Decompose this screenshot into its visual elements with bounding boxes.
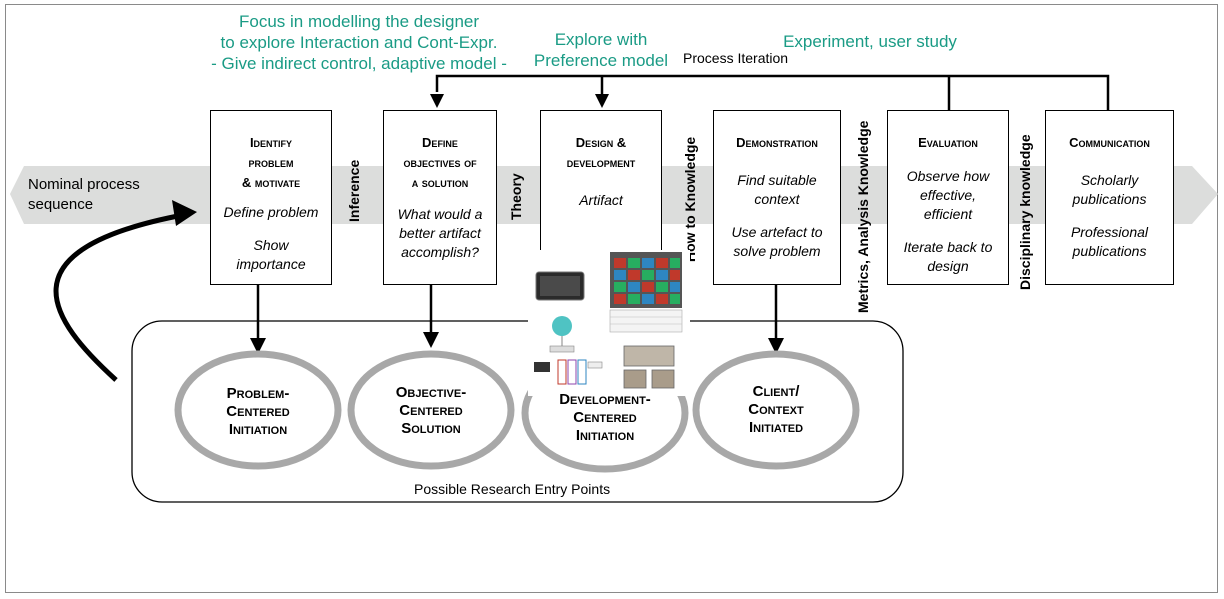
artifact-photo-thumbnails [623,345,675,389]
entry-circle-objective [347,350,515,470]
connector-disciplinary: Disciplinary knowledge [1017,134,1033,290]
box-identify-body: Define problem Show importance [211,203,331,274]
box-identify-body1: Define problem [223,204,319,220]
artifact-figure-collage [528,250,690,396]
entry-problem-line1: Problem- [226,385,290,402]
box-define-body: What would a better artifact accomplish? [384,205,496,262]
connector-inference: Inference [346,159,362,222]
process-iteration-label: Process Iteration [683,50,789,66]
box-define-title1: Define [422,135,458,150]
diagram-frame [5,4,1218,593]
box-design-body: Artifact [541,191,661,210]
box-define-body1: What would a better artifact accomplish? [397,206,483,260]
box-define-title: Define objectives of a solution [384,133,496,193]
arrow-to-problem-centered [250,338,266,354]
box-evaluation: Evaluation Observe how effective, effici… [887,110,1009,285]
iteration-line [435,74,1110,110]
return-arrowhead [172,200,197,226]
box-evaluation-body1: Observe how effective, efficient [906,168,990,222]
box-demonstration-title: Demonstration [714,133,840,153]
box-design-title2: development [566,155,636,170]
return-curve-arrow [53,212,184,382]
entry-points-caption: Possible Research Entry Points [414,481,611,497]
annotation-focus: Focus in modelling the designer to explo… [196,11,522,74]
entry-development-line1: Development- [559,391,651,408]
box-identify-problem: Identify problem & motivate Define probl… [210,110,332,285]
box-communication-body1: Scholarly publications [1072,172,1147,207]
box-identify-title2: problem [248,155,294,170]
nominal-sequence-label: Nominal process sequence [28,175,140,215]
annotation-focus-line2: to explore Interaction and Cont-Expr. [220,33,498,52]
box-evaluation-body2: Iterate back to design [903,239,993,274]
entry-client-line3: Initiated [748,419,804,436]
box-define-title3: a solution [411,175,469,190]
annotation-focus-line1: Focus in modelling the designer [238,12,480,31]
box-communication-body2: Professional publications [1070,224,1149,259]
box-identify-title1: Identify [249,135,293,150]
entry-client-line2: Context [748,401,804,418]
entry-problem-line2: Centered [226,403,290,420]
box-communication-title1: Communication [1069,135,1150,150]
box-define-title2: objectives of [403,155,477,170]
box-identify-body2: Show importance [236,237,306,272]
box-demonstration-title1: Demonstration [736,135,818,150]
entry-objective-centered: Objective- Centered Solution [361,384,501,438]
arrow-to-client-context [768,338,784,354]
annotation-explore: Explore with Preference model [524,29,678,71]
box-demonstration-body1: Find suitable context [737,172,817,207]
box-communication-title: Communication [1046,133,1173,153]
box-communication-body: Scholarly publications Professional publ… [1046,171,1173,261]
artifact-grid-thumbnail [609,252,683,333]
entry-problem-centered: Problem- Centered Initiation [188,385,328,439]
entry-objective-line2: Centered [399,402,463,419]
entry-development-line3: Initiation [575,427,635,444]
box-demonstration-body2: Use artefact to solve problem [731,224,823,259]
entry-objective-line1: Objective- [395,384,467,401]
box-evaluation-body: Observe how effective, efficient Iterate… [888,167,1008,276]
entry-circle-client [692,350,860,470]
entry-client-line1: Client/ [752,383,800,400]
entry-objective-line3: Solution [401,420,461,437]
entry-development-line2: Centered [573,409,637,426]
box-demonstration-body: Find suitable context Use artefact to so… [714,171,840,261]
annotation-explore-line1: Explore with [554,30,648,49]
box-design-title1: Design & [575,135,627,150]
box-communication: Communication Scholarly publications Pro… [1045,110,1174,285]
entry-circle-problem [174,350,342,470]
connector-how-to-knowledge: How to Knowledge [682,136,698,262]
nominal-sequence-line2: sequence [28,196,94,213]
annotation-experiment: Experiment, user study [783,32,957,51]
arrow-to-objective-centered [423,332,439,348]
artifact-flow-thumbnail [534,316,603,385]
nominal-sequence-line1: Nominal process [28,176,140,193]
connector-theory: Theory [508,173,524,220]
box-design-title: Design & development [541,133,661,173]
entry-problem-line3: Initiation [228,421,288,438]
annotation-explore-line2: Preference model [533,51,669,70]
arrowhead-design [595,94,609,108]
box-identify-title3: & motivate [241,175,301,190]
box-design-body1: Artifact [579,192,623,208]
box-identify-title: Identify problem & motivate [211,133,331,193]
entry-points-container [131,320,904,503]
box-define-objectives: Define objectives of a solution What wou… [383,110,497,285]
entry-client-context: Client/ Context Initiated [706,383,846,437]
box-evaluation-title: Evaluation [888,133,1008,153]
entry-development-centered: Development- Centered Initiation [530,391,680,445]
arrowhead-define [430,94,444,108]
connector-metrics: Metrics, Analysis Knowledge [855,120,871,313]
annotation-focus-line3: - Give indirect control, adaptive model … [211,54,507,73]
box-evaluation-title1: Evaluation [918,135,978,150]
box-demonstration: Demonstration Find suitable context Use … [713,110,841,285]
